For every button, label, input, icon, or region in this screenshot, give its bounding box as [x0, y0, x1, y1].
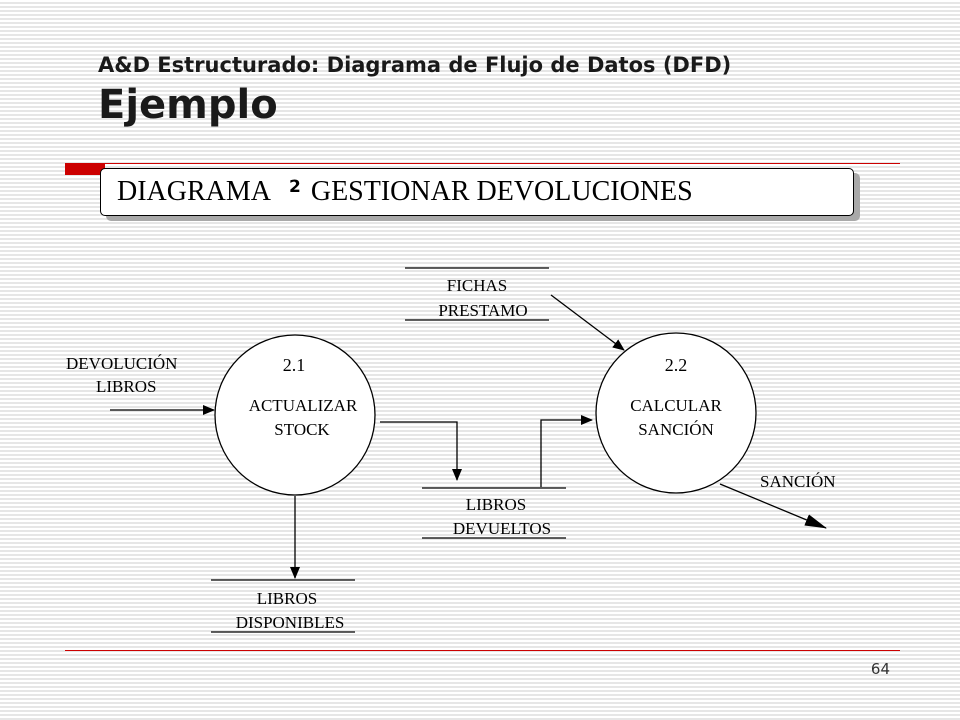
store-disponibles-label-1: LIBROS — [257, 589, 317, 608]
banner-name: GESTIONAR DEVOLUCIONES — [310, 176, 693, 207]
banner-word: DIAGRAMA — [117, 176, 271, 207]
flow-devolucion-label-2: LIBROS — [96, 377, 156, 396]
process-2-2-label-2: SANCIÓN — [638, 420, 714, 439]
store-disponibles-label-2: DISPONIBLES — [236, 613, 345, 632]
flow-sancion-arrow — [719, 483, 827, 529]
process-2-2-label-1: CALCULAR — [630, 396, 722, 415]
banner-number: 2 — [289, 177, 301, 197]
store-fichas-prestamo: FICHAS PRESTAMO — [405, 267, 549, 321]
slide-title-line-1: A&D Estructurado: Diagrama de Flujo de D… — [98, 53, 732, 77]
diagram-banner: DIAGRAMA 2 GESTIONAR DEVOLUCIONES — [100, 168, 854, 216]
store-devueltos-label-2: DEVUELTOS — [453, 519, 551, 538]
process-2-2-circle — [595, 332, 757, 494]
process-2-1-label-1: ACTUALIZAR — [249, 396, 358, 415]
process-2-1-id: 2.1 — [283, 355, 306, 375]
store-libros-disponibles: LIBROS DISPONIBLES — [211, 579, 355, 633]
flow-devueltos-to-2-2-arrow — [540, 415, 593, 487]
flow-sancion: SANCIÓN — [719, 472, 836, 529]
store-fichas-label-2: PRESTAMO — [438, 301, 527, 320]
process-2-2: 2.2 CALCULAR SANCIÓN — [595, 332, 757, 494]
flow-sancion-label: SANCIÓN — [760, 472, 836, 491]
flow-fichas-to-2-2-arrow — [550, 294, 625, 351]
store-devueltos-label-1: LIBROS — [466, 495, 526, 514]
store-fichas-label-1: FICHAS — [447, 276, 507, 295]
bottom-rule — [65, 650, 900, 651]
process-2-1: 2.1 ACTUALIZAR STOCK — [214, 334, 376, 496]
process-2-1-circle — [214, 334, 376, 496]
flow-devolucion-libros: DEVOLUCIÓN LIBROS — [66, 354, 215, 415]
process-2-1-label-2: STOCK — [274, 420, 330, 439]
flow-devolucion-label-1: DEVOLUCIÓN — [66, 354, 177, 373]
page-number: 64 — [870, 660, 890, 678]
top-rule — [105, 163, 900, 164]
store-libros-devueltos: LIBROS DEVUELTOS — [422, 487, 566, 539]
flow-2-1-to-devueltos-arrow — [380, 421, 462, 481]
process-2-2-id: 2.2 — [665, 355, 688, 375]
accent-bar — [65, 163, 105, 175]
slide-title: A&D Estructurado: Diagrama de Flujo de D… — [98, 50, 731, 130]
slide-title-line-2: Ejemplo — [98, 82, 278, 128]
